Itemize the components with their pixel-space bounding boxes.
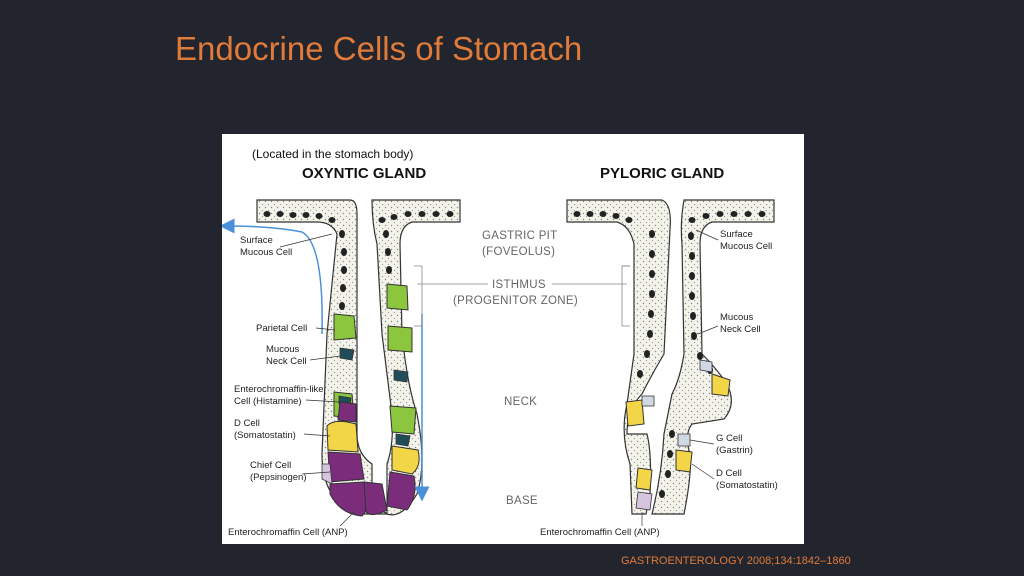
- label-pyloric-ec-cell: Enterochromaffin Cell (ANP): [540, 527, 660, 538]
- gland-diagram: (Located in the stomach body) OXYNTIC GL…: [222, 147, 778, 538]
- oxyntic-gland-title: OXYNTIC GLAND: [302, 165, 426, 182]
- label-neck: NECK: [504, 396, 537, 408]
- label-chief-cell-2: (Pepsinogen): [250, 472, 307, 483]
- label-g-cell-1: G Cell: [716, 433, 742, 444]
- label-pyloric-mucous-neck-2: Neck Cell: [720, 324, 761, 335]
- label-pyloric-mucous-neck-1: Mucous: [720, 312, 754, 323]
- label-d-cell-1: D Cell: [234, 418, 260, 429]
- label-pyloric-d-cell-1: D Cell: [716, 468, 742, 479]
- label-d-cell-2: (Somatostatin): [234, 430, 296, 441]
- label-ecl-cell-2: Cell (Histamine): [234, 396, 302, 407]
- label-ec-cell: Enterochromaffin Cell (ANP): [228, 527, 348, 538]
- label-progenitor-zone: (PROGENITOR ZONE): [453, 295, 578, 307]
- label-parietal-cell: Parietal Cell: [256, 323, 307, 334]
- gland-diagram-figure: (Located in the stomach body) OXYNTIC GL…: [222, 134, 804, 544]
- label-mucous-neck-1: Mucous: [266, 344, 300, 355]
- pyloric-gland-title: PYLORIC GLAND: [600, 165, 724, 182]
- oxyntic-labels: Surface Mucous Cell Parietal Cell Mucous…: [228, 233, 355, 538]
- location-note: (Located in the stomach body): [252, 147, 413, 161]
- citation: GASTROENTEROLOGY 2008;134:1842–1860: [621, 555, 851, 567]
- center-zone-labels: GASTRIC PIT (FOVEOLUS) ISTHMUS (PROGENIT…: [414, 230, 630, 507]
- oxyntic-gland: [256, 199, 461, 517]
- slide-title: Endocrine Cells of Stomach: [175, 30, 583, 67]
- label-surface-mucous-2: Mucous Cell: [240, 247, 292, 258]
- label-ecl-cell-1: Enterochromaffin-like: [234, 384, 324, 395]
- label-pyloric-d-cell-2: (Somatostatin): [716, 480, 778, 491]
- pyloric-gland: [566, 199, 775, 515]
- label-g-cell-2: (Gastrin): [716, 445, 753, 456]
- label-chief-cell-1: Chief Cell: [250, 460, 291, 471]
- label-pyloric-surface-2: Mucous Cell: [720, 241, 772, 252]
- label-isthmus: ISTHMUS: [492, 279, 546, 291]
- label-base: BASE: [506, 495, 538, 507]
- label-mucous-neck-2: Neck Cell: [266, 356, 307, 367]
- label-foveolus: (FOVEOLUS): [482, 246, 555, 258]
- label-surface-mucous-1: Surface: [240, 235, 273, 246]
- upward-migration-arrow: [222, 218, 323, 335]
- label-pyloric-surface-1: Surface: [720, 229, 753, 240]
- pyloric-labels: Surface Mucous Cell Mucous Neck Cell G C…: [540, 229, 778, 538]
- label-gastric-pit: GASTRIC PIT: [482, 230, 558, 242]
